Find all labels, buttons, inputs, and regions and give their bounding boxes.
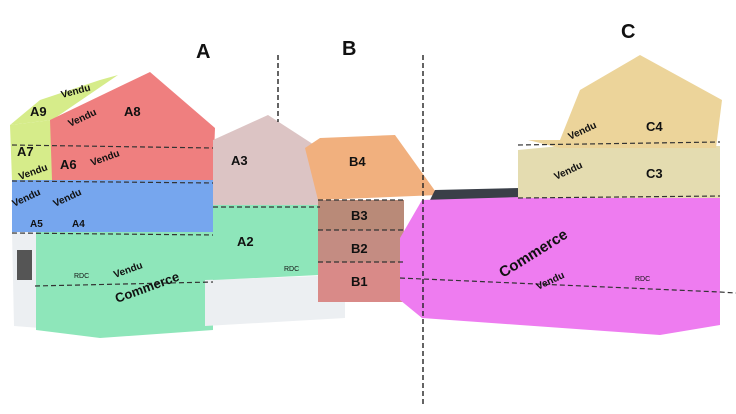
roof-solar [430, 188, 520, 200]
zone-c3 [518, 146, 720, 198]
unit-a8: A8 [124, 104, 141, 119]
unit-c4: C4 [646, 119, 663, 134]
zone-c-commerce [400, 196, 720, 335]
zone-b2 [318, 230, 404, 262]
floor-line [11, 144, 214, 149]
unit-a2: A2 [237, 234, 254, 249]
building-label-b: B [342, 38, 356, 60]
building-label-c: C [621, 21, 635, 43]
floor-line [517, 195, 721, 199]
base-white-a2 [205, 275, 345, 326]
floor-line [399, 277, 736, 294]
unit-b4: B4 [349, 154, 366, 169]
zone-b3 [318, 200, 404, 230]
building-label-a: A [196, 41, 210, 63]
unit-c3: C3 [646, 166, 663, 181]
zone-a2 [213, 205, 320, 280]
label-rdc-c: RDC [635, 276, 650, 283]
floor-line [11, 232, 214, 236]
zone-a-commerce [36, 232, 213, 338]
label-rdc-a2: RDC [284, 266, 299, 273]
zone-b4 [305, 135, 438, 200]
unit-b1: B1 [351, 274, 368, 289]
floor-line [11, 180, 214, 184]
window-grey [17, 250, 32, 280]
zone-a7 [10, 120, 52, 180]
unit-b3: B3 [351, 208, 368, 223]
unit-a6: A6 [60, 157, 77, 172]
unit-b2: B2 [351, 241, 368, 256]
unit-a7: A7 [17, 144, 34, 159]
zone-a9 [10, 75, 118, 125]
zone-a8-a6 [50, 72, 215, 180]
zone-b1 [318, 262, 404, 302]
floor-line [34, 281, 214, 287]
unit-a5: A5 [30, 219, 43, 230]
unit-a3: A3 [231, 153, 248, 168]
unit-a9: A9 [30, 104, 47, 119]
zone-c4 [528, 55, 722, 148]
unit-a4: A4 [72, 219, 85, 230]
floor-line [517, 141, 721, 146]
zone-a3 [213, 115, 322, 205]
zone-a5-a4 [12, 180, 213, 232]
label-rdc-a: RDC [74, 273, 89, 280]
